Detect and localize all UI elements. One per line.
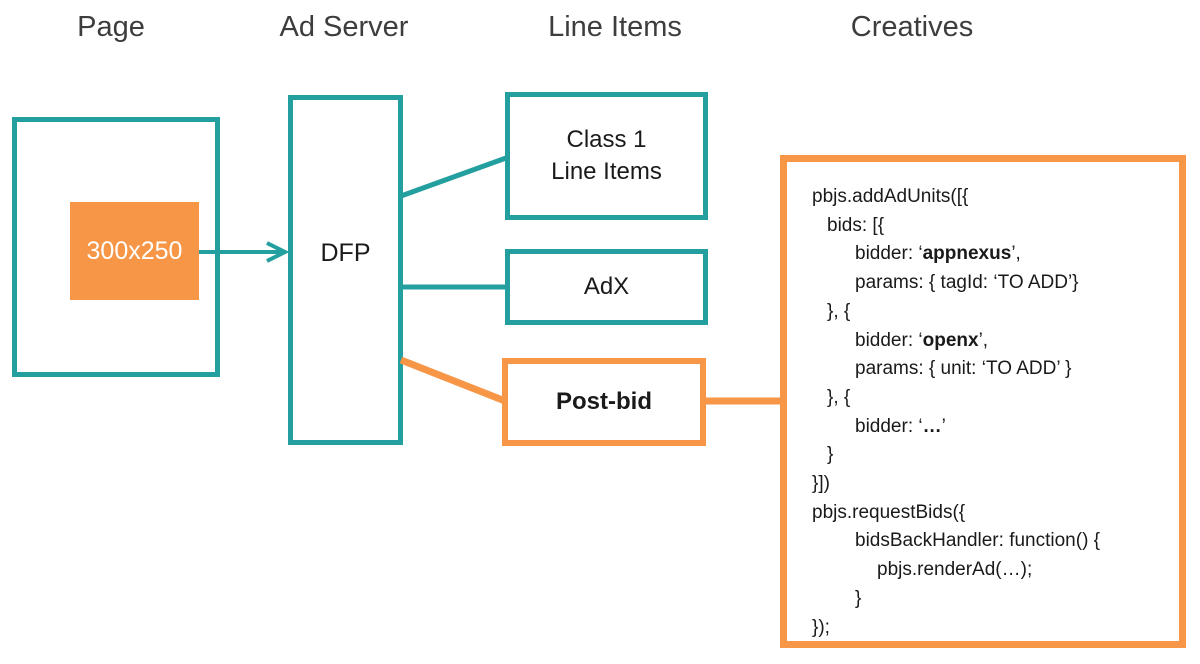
column-heading-ad-server: Ad Server (279, 11, 409, 43)
code-line: pbjs.addAdUnits([{ (812, 186, 969, 207)
class1-label: Class 1 Line Items (551, 124, 662, 188)
adx-box: AdX (505, 249, 708, 325)
line-dfp-to-class1 (400, 155, 507, 199)
code-line: bids: [{ (827, 214, 885, 236)
code-line: params: { unit: ‘TO ADD’ } (855, 358, 1072, 380)
code-line: bidder: ‘appnexus’, (855, 243, 1021, 265)
class1-label-line1: Class 1 (566, 126, 647, 153)
creatives-code-box: pbjs.addAdUnits([{ bids: [{ bidder: ‘appne… (780, 155, 1186, 648)
code-block: pbjs.addAdUnits([{ bids: [{ bidder: ‘appne… (787, 162, 1179, 642)
postbid-box: Post-bid (502, 358, 706, 446)
column-heading-page: Page (77, 11, 145, 43)
code-line: bidder: ‘…’ (855, 415, 946, 437)
postbid-label: Post-bid (556, 388, 652, 415)
code-line: bidsBackHandler: function() { (855, 530, 1101, 552)
code-line: }, { (827, 386, 851, 408)
ad-slot-box: 300x250 (70, 202, 199, 300)
code-line: pbjs.requestBids({ (812, 501, 966, 523)
page-box (12, 117, 220, 377)
class1-line-items-box: Class 1 Line Items (505, 92, 708, 220)
line-dfp-to-postbid (399, 356, 507, 405)
adx-label: AdX (583, 273, 630, 300)
code-line: }]) (812, 473, 830, 495)
column-heading-line-items: Line Items (548, 11, 682, 43)
dfp-label: DFP (320, 238, 371, 267)
class1-label-line2: Line Items (551, 158, 662, 185)
column-heading-creatives: Creatives (850, 11, 974, 43)
arrowhead-slot-to-dfp (266, 241, 290, 263)
ad-slot-label: 300x250 (86, 236, 183, 265)
code-line: pbjs.renderAd(…); (877, 559, 1033, 581)
code-line: } (827, 444, 834, 466)
code-line: }); (812, 616, 830, 638)
code-line: }, { (827, 300, 851, 322)
code-line: } (855, 587, 862, 609)
code-line: params: { tagId: ‘TO ADD’} (855, 272, 1079, 294)
dfp-box: DFP (288, 95, 403, 445)
code-line: bidder: ‘openx’, (855, 329, 989, 351)
